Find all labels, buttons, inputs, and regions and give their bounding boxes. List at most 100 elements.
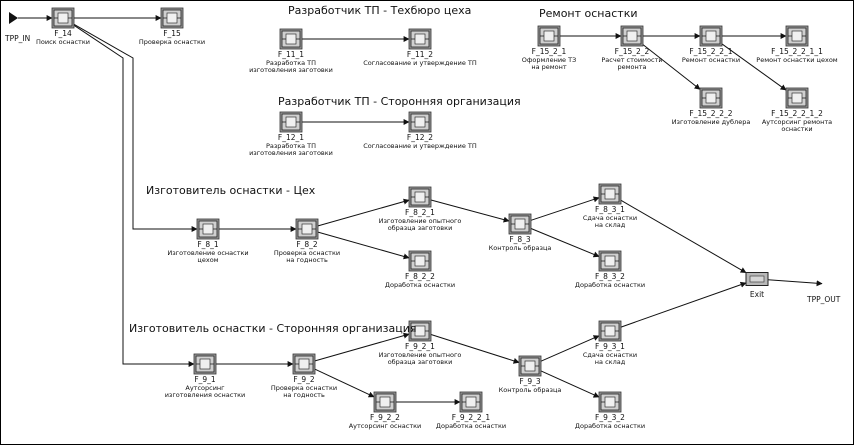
- node-id-label: F_8_3: [509, 235, 531, 244]
- function-block-icon: [373, 391, 397, 413]
- function-block-icon: [598, 250, 622, 272]
- node-desc-line: Разработка ТП: [266, 142, 316, 150]
- node-desc-line: Аутсорсинг оснастки: [349, 422, 422, 430]
- node-id-label: F_8_2: [296, 240, 318, 249]
- node-desc-line: ремонта: [617, 63, 646, 71]
- node-desc-line: на склад: [595, 221, 626, 229]
- function-block-icon: [196, 218, 220, 240]
- node-desc-line: Оформление ТЗ: [522, 56, 577, 64]
- function-block-icon: [537, 25, 561, 47]
- edge-F_8_2-to-F_8_2_1: [317, 198, 410, 227]
- node-desc-line: изготовления заготовки: [249, 149, 333, 157]
- node-id-label: F_9_3_2: [595, 413, 625, 422]
- node-desc-line: Ремонт оснастки цехом: [756, 56, 838, 64]
- titles-layer: Разработчик ТП - Техбюро цехаРазработчик…: [129, 4, 637, 335]
- function-block-icon: [785, 25, 809, 47]
- function-block-icon: [598, 320, 622, 342]
- node-Exit[interactable]: Exit: [745, 272, 769, 300]
- function-block-icon: [518, 355, 542, 377]
- node-id-label: F_15_2_2_1_2: [771, 109, 823, 118]
- node-id-label: F_8_1: [197, 240, 219, 249]
- edge-F_8_3_1-to-Exit: [620, 199, 747, 274]
- edge-Exit-to-TPP_OUT: [767, 279, 823, 287]
- function-block-icon: [598, 183, 622, 205]
- node-id-label: F_15_2_2: [615, 47, 650, 56]
- function-block-icon: [459, 391, 483, 413]
- edge-F_8_3-to-F_8_3_2: [530, 228, 600, 258]
- node-id-label: F_9_2_2: [370, 413, 400, 422]
- edge-F_14-to-F_9_1: [73, 24, 195, 367]
- edge-F_9_2_1-to-F_9_3: [430, 334, 520, 364]
- function-block-icon: [620, 25, 644, 47]
- node-desc-line: Доработка оснастки: [385, 281, 455, 289]
- function-block-icon: [279, 28, 303, 50]
- function-block-icon: [785, 87, 809, 109]
- edge-F_14-to-F_8_1: [73, 23, 198, 232]
- edge-F_8_3-to-F_8_3_1: [530, 196, 600, 221]
- input-port-label: TPP_IN: [4, 34, 30, 43]
- edge-F_9_3-to-F_9_3_1: [540, 335, 600, 362]
- node-desc-line: Изготовление оснастки: [167, 249, 248, 257]
- node-id-label: F_9_2_2_1: [452, 413, 491, 422]
- node-id-label: F_15_2_2_1: [689, 47, 732, 56]
- edge-F_8_2_1-to-F_8_3: [430, 199, 510, 223]
- node-desc-line: Сдача оснастки: [583, 214, 637, 222]
- node-desc-line: изготовления оснастки: [165, 391, 246, 399]
- function-block-icon: [408, 320, 432, 342]
- function-block-icon: [408, 28, 432, 50]
- function-block-icon: [699, 25, 723, 47]
- group-title-g-sto: Изготовитель оснастки - Сторонняя органи…: [129, 322, 417, 335]
- function-block-icon: [160, 7, 184, 29]
- group-title-g-tb: Разработчик ТП - Техбюро цеха: [288, 4, 471, 17]
- node-desc-line: Аутсорсинг ремонта: [762, 118, 832, 126]
- node-desc-line: Доработка оснастки: [575, 422, 645, 430]
- node-desc-line: Контроль образца: [499, 386, 562, 394]
- function-block-icon: [699, 87, 723, 109]
- edge-F_9_2-to-F_9_2_1: [314, 332, 410, 362]
- edge-F_9_3_1-to-Exit: [620, 281, 747, 328]
- function-block-icon: [295, 218, 319, 240]
- node-desc-line: Поиск оснастки: [36, 38, 90, 46]
- function-block-icon: [51, 7, 75, 29]
- node-id-label: F_9_3_1: [595, 342, 625, 351]
- node-id-label: F_12_2: [407, 133, 433, 142]
- node-desc-line: на ремонт: [531, 63, 567, 71]
- node-id-label: F_8_3_1: [595, 205, 625, 214]
- node-desc-line: оснастки: [781, 125, 812, 133]
- node-desc-line: Проверка оснастки: [271, 384, 337, 392]
- node-id-label: F_11_2: [407, 50, 433, 59]
- node-id-label: F_8_2_1: [405, 208, 435, 217]
- edge-F_9_2-to-F_9_2_2: [314, 368, 375, 398]
- function-block-icon: [408, 186, 432, 208]
- node-id-label: F_15_2_1: [532, 47, 567, 56]
